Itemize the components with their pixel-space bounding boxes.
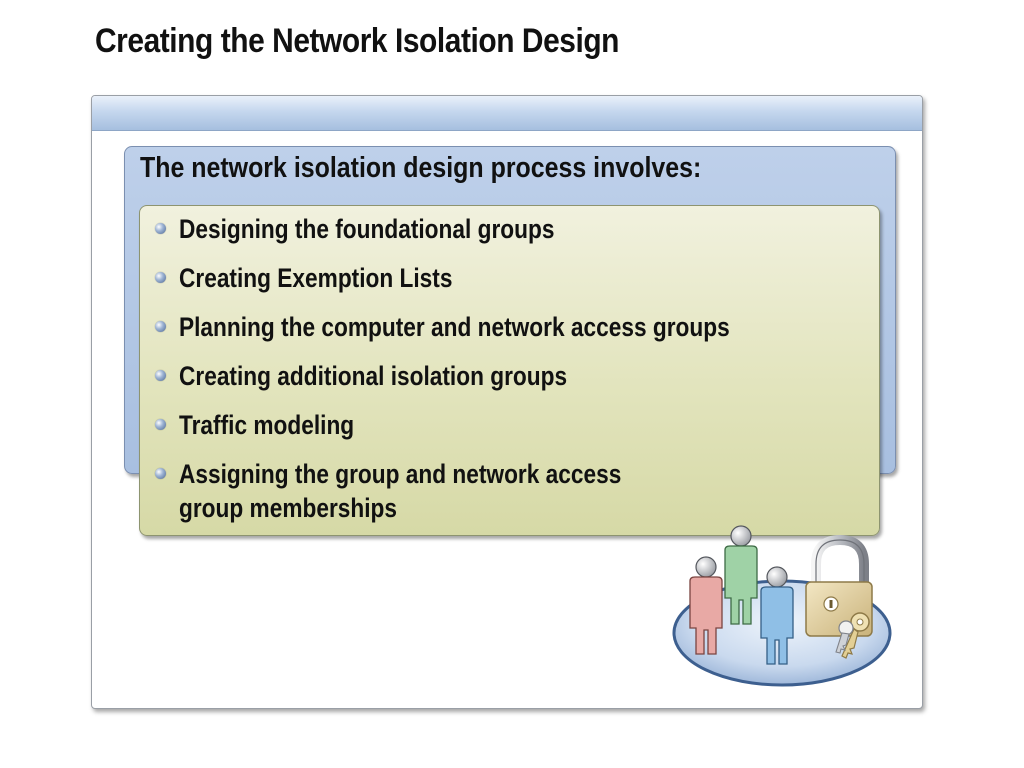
bullet-icon [155,321,166,332]
bullet-text-line-2: group memberships [179,493,398,523]
panel-header-bar [92,96,922,131]
slide-title: Creating the Network Isolation Design [95,22,620,60]
bullet-text: Designing the foundational groups [179,214,555,244]
bullet-box [139,205,880,536]
bullet-icon [155,468,166,479]
key-icon [835,612,870,659]
bullet-text: Traffic modeling [179,410,355,440]
person-blue-icon [760,566,794,665]
list-item: Planning the computer and network access… [155,310,835,349]
list-item: Traffic modeling [155,408,835,447]
bullet-icon [155,370,166,381]
person-red-icon [689,556,723,655]
list-item: Creating Exemption Lists [155,261,835,300]
bullet-icon [155,419,166,430]
list-item: Assigning the group and network access gr… [155,457,835,527]
bullet-text: Creating additional isolation groups [179,361,568,391]
intro-text: The network isolation design process inv… [140,152,702,184]
bullet-text: Planning the computer and network access… [179,312,730,342]
bullet-icon [155,272,166,283]
list-item: Designing the foundational groups [155,212,835,251]
bullet-text-line-1: Assigning the group and network access [179,459,622,489]
bullet-icon [155,223,166,234]
security-group-illustration [672,525,892,687]
list-item: Creating additional isolation groups [155,359,835,398]
bullet-text: Assigning the group and network access gr… [179,457,621,525]
person-green-icon [724,525,758,625]
bullet-list: Designing the foundational groups Creati… [155,212,835,537]
people-group-icon [689,525,794,665]
bullet-text: Creating Exemption Lists [179,263,453,293]
